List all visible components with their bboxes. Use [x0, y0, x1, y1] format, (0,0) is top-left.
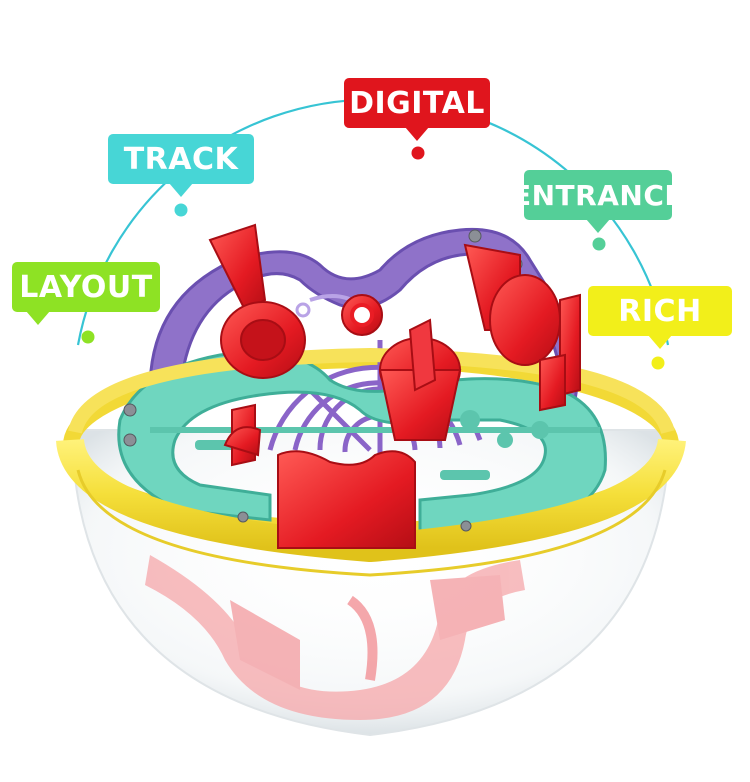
label-digital: DIGITAL — [344, 78, 490, 141]
digital-marker-dot — [411, 146, 425, 160]
label-track: TRACK — [108, 134, 254, 197]
track-marker-dot — [174, 203, 188, 217]
pink-reflection — [145, 555, 525, 720]
teal-base — [117, 351, 607, 542]
label-rich: RICH — [588, 286, 732, 349]
label-entrance: ENTRANCE — [512, 170, 684, 233]
entrance-marker-dot — [592, 237, 606, 251]
teal-bumps — [195, 410, 549, 480]
rich-marker-dot — [651, 356, 665, 370]
layout-marker-dot — [81, 330, 95, 344]
label-layout: LAYOUT — [12, 262, 160, 325]
red-parts — [208, 223, 581, 549]
